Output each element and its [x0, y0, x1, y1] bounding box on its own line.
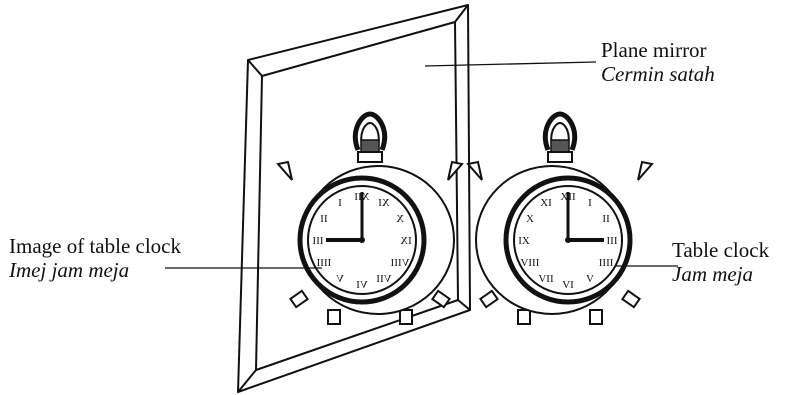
mirror-bevel-tl [247, 59, 263, 77]
mirror-bevel-bl [237, 369, 257, 393]
label-image-clock-ms: Imej jam meja [9, 258, 130, 282]
label-image-clock-en: Image of table clock [9, 234, 181, 258]
label-plane-mirror-ms: Cermin satah [601, 62, 715, 86]
label-table-clock: Table clock Jam meja [672, 238, 769, 286]
mirror-bevel-br [457, 299, 471, 311]
table-clock [468, 114, 652, 324]
label-table-clock-ms: Jam meja [672, 262, 754, 286]
leader-plane-mirror [424, 61, 597, 67]
mirror-bevel-tr [454, 4, 469, 23]
label-plane-mirror: Plane mirror Cermin satah [601, 38, 715, 86]
label-plane-mirror-en: Plane mirror [601, 38, 707, 62]
label-table-clock-en: Table clock [672, 238, 770, 262]
label-image-clock: Image of table clock Imej jam meja [9, 234, 181, 282]
